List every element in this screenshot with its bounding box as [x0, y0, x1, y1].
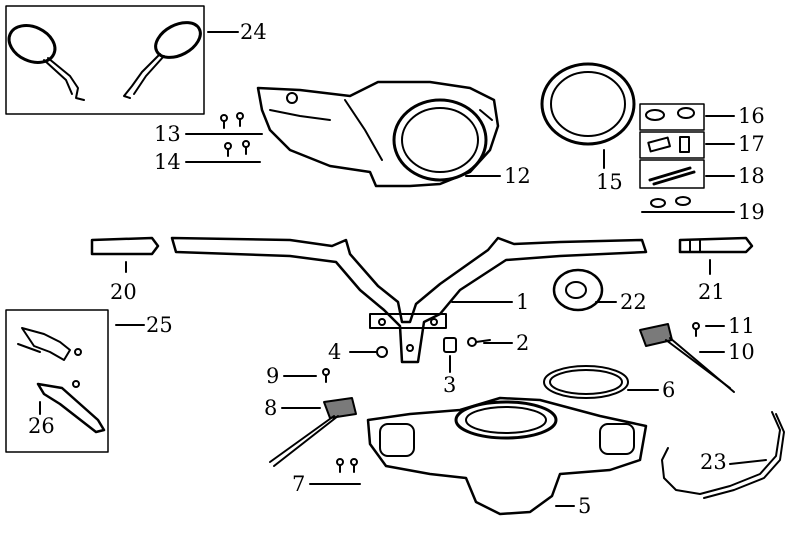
part-23-cable: [662, 412, 784, 498]
label-5: 5: [578, 494, 592, 518]
label-10: 10: [728, 340, 755, 364]
label-17: 17: [738, 132, 765, 156]
label-21: 21: [698, 280, 725, 304]
label-12: 12: [504, 164, 531, 188]
label-15: 15: [596, 170, 623, 194]
part-14-screws: [225, 141, 249, 156]
part-3-nut: [444, 338, 456, 352]
part-1-handlebar: [172, 238, 646, 362]
label-22: 22: [620, 290, 647, 314]
part-4-nut: [377, 347, 387, 357]
part-25-brake-lever-assembly: [6, 310, 108, 452]
part-21-right-grip: [680, 238, 752, 252]
label-2: 2: [516, 331, 530, 355]
part-12-front-cover: [258, 82, 498, 186]
label-23: 23: [700, 450, 727, 474]
part-19-washers: [651, 197, 690, 207]
part-16-grommets: [640, 104, 704, 130]
part-22-throttle-housing: [554, 270, 602, 310]
part-11-screw: [693, 323, 699, 336]
part-8-left-switch: [270, 398, 356, 466]
part-7-screws: [337, 459, 357, 472]
part-9-screw: [323, 369, 329, 382]
label-14: 14: [154, 150, 181, 174]
label-11: 11: [728, 314, 755, 338]
part-2-bolt: [468, 338, 490, 346]
label-18: 18: [738, 164, 765, 188]
label-1: 1: [516, 290, 530, 314]
label-6: 6: [662, 378, 676, 402]
label-9: 9: [266, 364, 280, 388]
label-20: 20: [110, 280, 137, 304]
label-7: 7: [292, 472, 306, 496]
part-10-right-switch: [640, 324, 734, 392]
label-13: 13: [154, 122, 181, 146]
part-26-brake-lever: [38, 381, 104, 432]
label-25: 25: [146, 313, 173, 337]
part-20-left-grip: [92, 238, 158, 254]
part-13-screws: [221, 113, 243, 128]
label-16: 16: [738, 104, 765, 128]
label-8: 8: [264, 396, 278, 420]
part-18-bolts: [640, 160, 704, 188]
label-3: 3: [443, 373, 457, 397]
part-24-rear-view-mirrors: [3, 6, 206, 114]
label-4: 4: [328, 340, 342, 364]
part-17-pads: [640, 132, 704, 158]
part-6-gasket: [544, 366, 628, 398]
label-26: 26: [28, 414, 55, 438]
part-15-speedometer-ring: [542, 64, 634, 144]
label-19: 19: [738, 200, 765, 224]
part-5-handlebar-rear-cover: [368, 398, 646, 514]
leader-lines: [39, 31, 767, 507]
label-24: 24: [240, 20, 267, 44]
